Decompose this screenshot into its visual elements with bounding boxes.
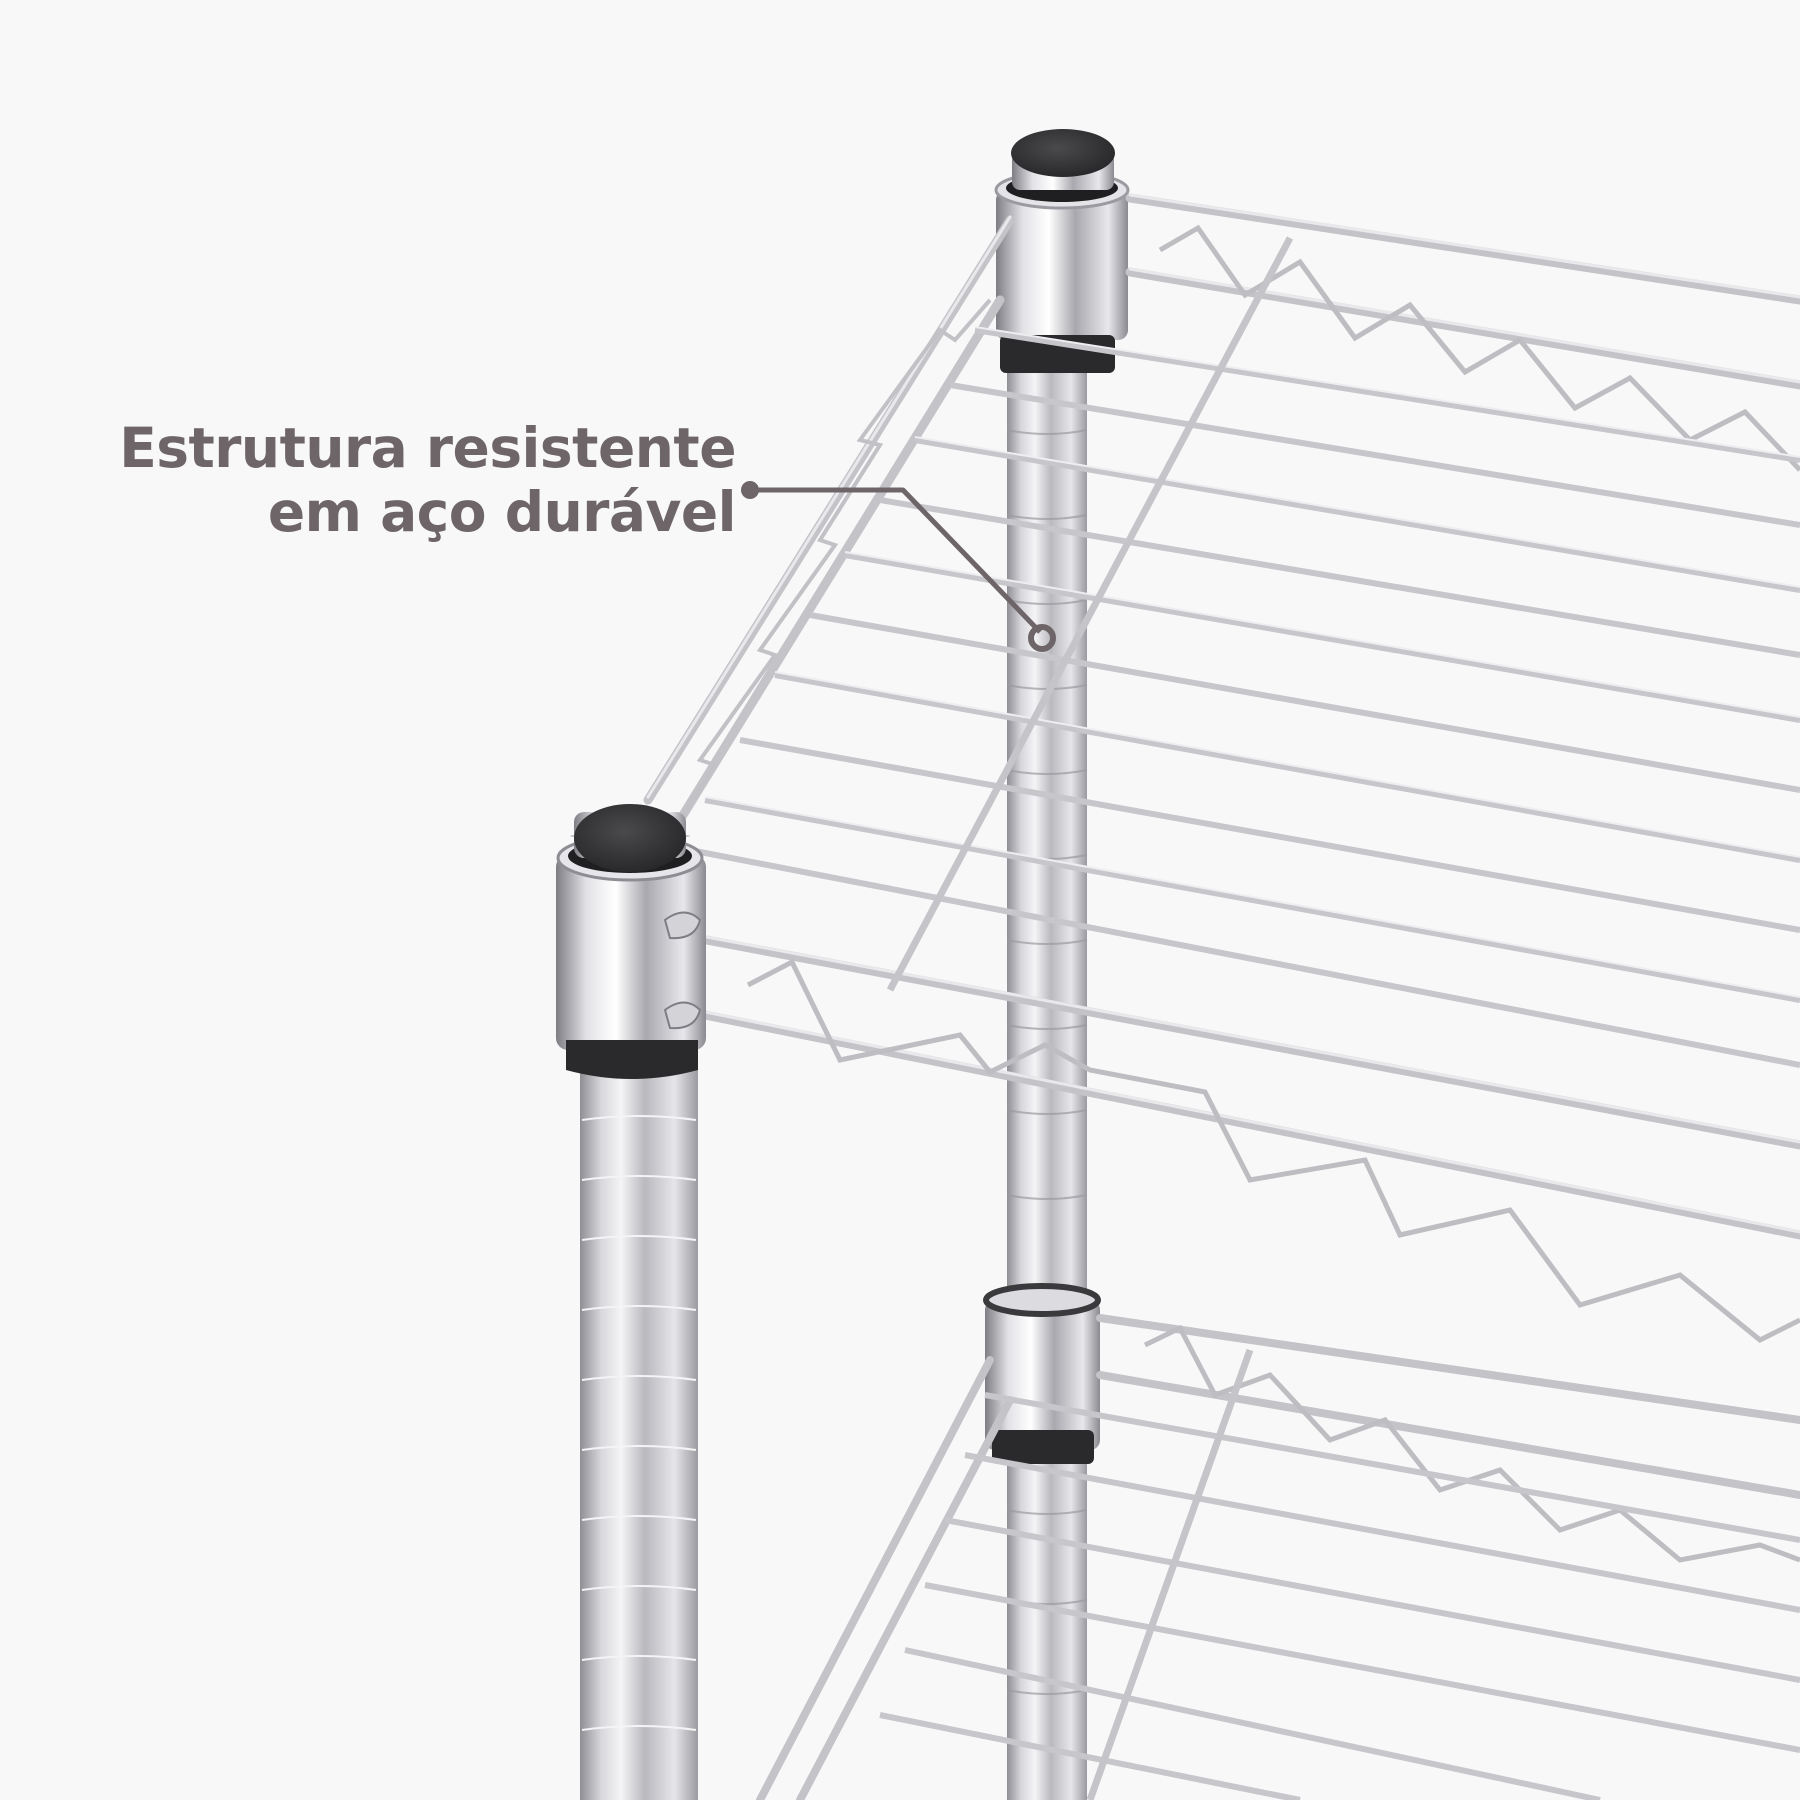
- feature-callout: Estrutura resistente em aço durável: [119, 416, 736, 544]
- callout-line-1: Estrutura resistente: [119, 416, 736, 480]
- callout-line-2: em aço durável: [267, 480, 737, 544]
